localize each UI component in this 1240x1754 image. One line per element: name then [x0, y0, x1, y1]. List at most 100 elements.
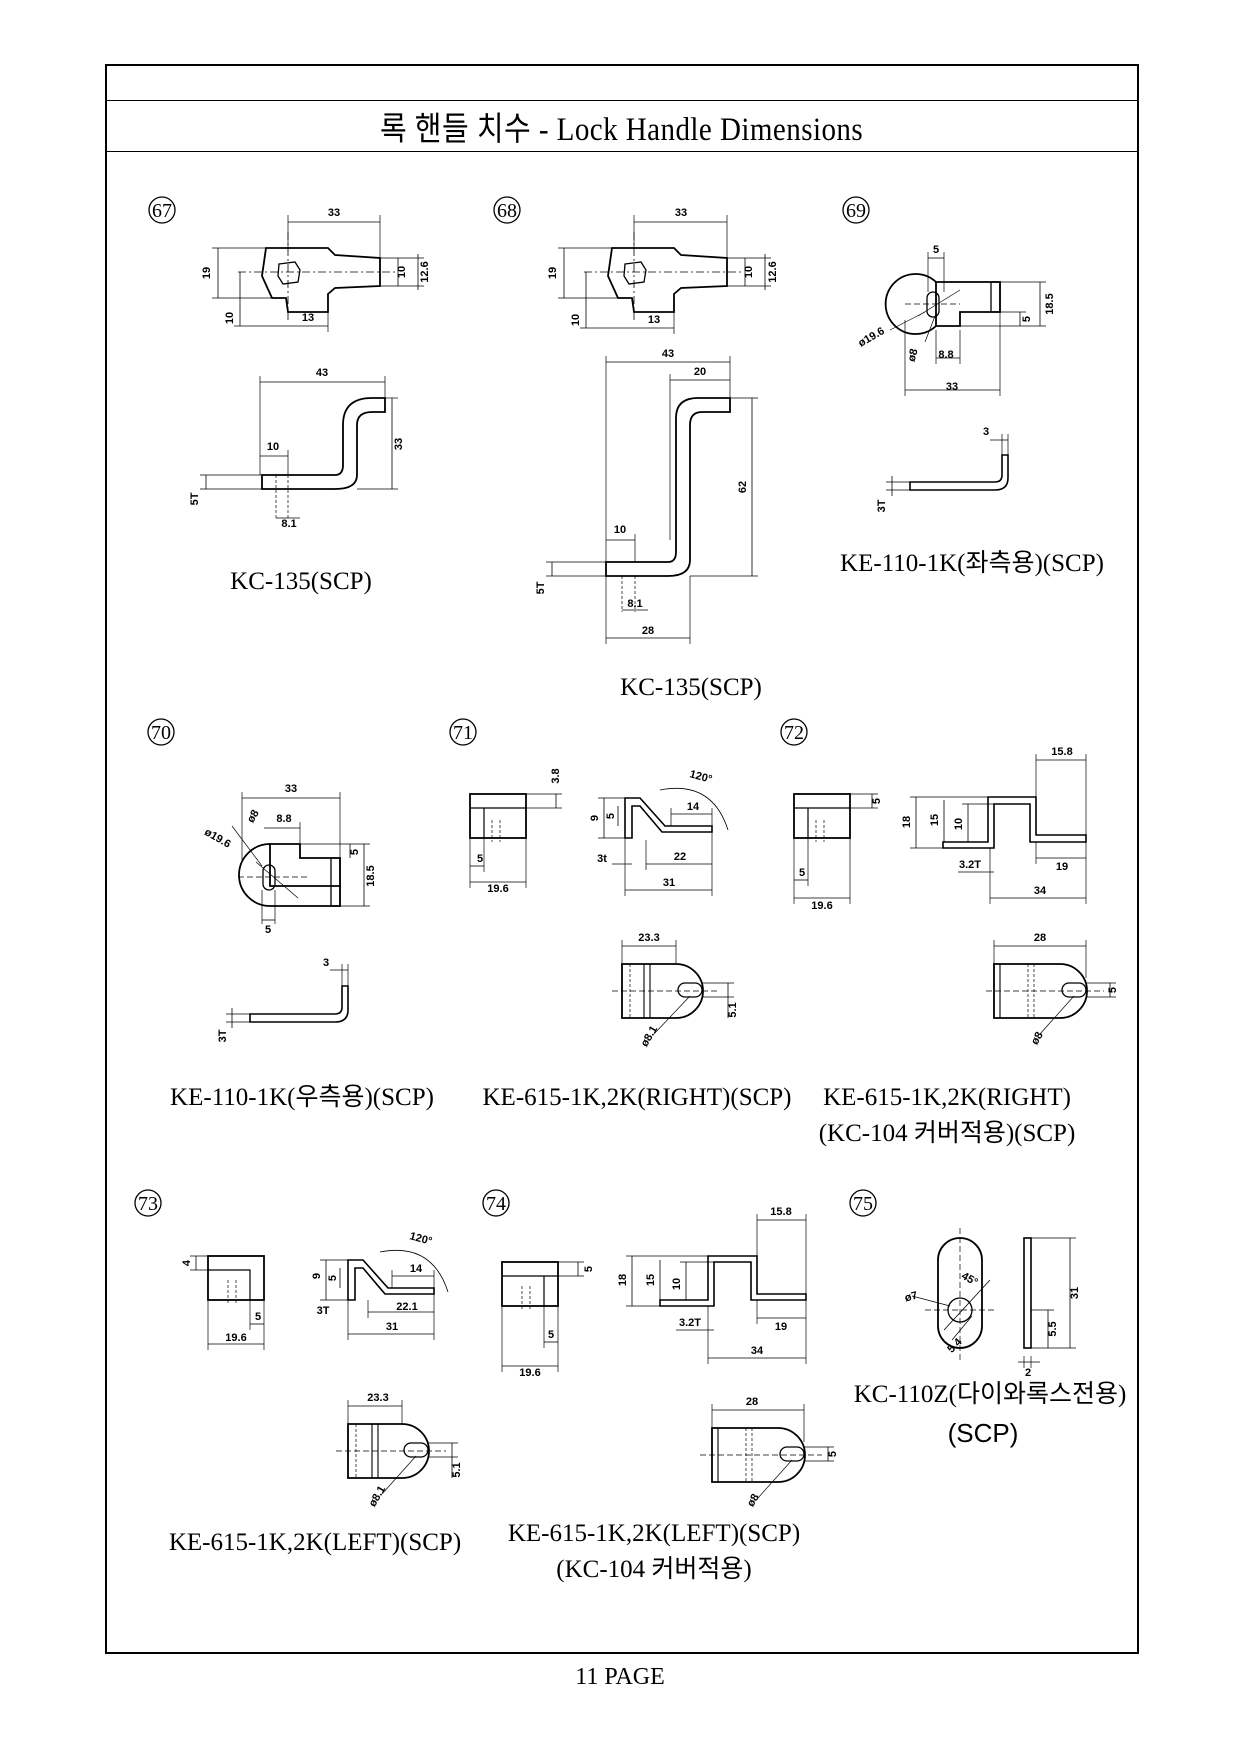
dimension-label: 13 — [302, 312, 314, 324]
dimension-label: ø19.6 — [202, 826, 232, 850]
dimension-label: 18.5 — [365, 865, 377, 886]
part-72: 72 5 5 19.6 15.8 18 15 10 — [780, 718, 1119, 1147]
dimension-label: 12.6 — [419, 261, 431, 282]
bracket-front-view — [501, 1261, 559, 1307]
part-index: 72 — [784, 722, 804, 744]
page-title: 록 핸들 치수 - Lock Handle Dimensions — [380, 112, 864, 148]
part-index-circle — [482, 1189, 510, 1217]
dimension-label: 3 — [323, 957, 329, 969]
part-69: 69 5 18.5 5 ø19.6 ø8 8.8 33 — [840, 196, 1104, 577]
dimension-label: 5 — [548, 1329, 554, 1341]
dimension-label: 5 — [477, 853, 483, 865]
dimension-label: 19 — [775, 1321, 787, 1333]
part-74: 74 5 5 19.6 15.8 18 15 10 3. — [482, 1189, 839, 1583]
part-caption: KE-615-1K,2K(LEFT)(SCP) — [508, 1520, 800, 1547]
bracket-front-view — [469, 793, 527, 839]
dimension-label: 28 — [1034, 932, 1046, 944]
dimension-label: 31 — [1069, 1287, 1081, 1299]
dimension-label: 22.1 — [396, 1301, 417, 1313]
part-index: 73 — [138, 1193, 158, 1215]
handle-top-view — [261, 247, 381, 313]
part-index: 75 — [853, 1193, 873, 1215]
dimension-label: 31 — [663, 877, 675, 889]
dimension-label: 19.6 — [811, 900, 832, 912]
dimension-label: 5T — [189, 492, 201, 505]
dimension-label: 45° — [959, 1270, 979, 1289]
slot-hole — [677, 982, 703, 998]
dimension-label: 3T — [317, 1305, 330, 1317]
part-70: 70 33 ø8 8.8 ø19.6 5 18.5 5 3 3T — [147, 718, 434, 1111]
dimension-label: 120° — [688, 768, 713, 785]
dimension-label: 10 — [267, 441, 279, 453]
bracket-front-view — [793, 793, 851, 839]
dimension-label: 3t — [597, 853, 607, 865]
dimension-label: 3 — [983, 426, 989, 438]
dimension-label: ø8 — [745, 1492, 762, 1509]
dimension-label: 5 — [799, 867, 805, 879]
dimension-label: 43 — [662, 348, 674, 360]
dimension-label: 15.8 — [1051, 746, 1072, 758]
dimension-label: 5 — [933, 244, 939, 256]
handle-side-view — [261, 397, 386, 490]
dimension-label: 10 — [953, 818, 965, 830]
part-caption: KE-110-1K(좌측용)(SCP) — [840, 549, 1104, 577]
dimension-label: 33 — [393, 438, 405, 450]
center-hole — [277, 261, 301, 285]
dimension-label: ø7 — [903, 1290, 919, 1305]
dimension-label: 20 — [694, 366, 706, 378]
part-index-circle — [147, 718, 175, 746]
dimension-label: 5 — [827, 1451, 839, 1457]
dimension-label: 5 — [605, 813, 617, 819]
dimension-label: 5 — [255, 1311, 261, 1323]
dimension-label: 5.1 — [727, 1002, 739, 1017]
dimension-label: 19.6 — [225, 1332, 246, 1344]
part-caption: KE-110-1K(우측용)(SCP) — [170, 1083, 434, 1111]
dimension-label: 8.1 — [627, 598, 642, 610]
dimension-label: 3.8 — [550, 768, 562, 783]
bracket-front-view — [207, 1255, 265, 1301]
dimension-label: 31 — [386, 1321, 398, 1333]
dimension-label: 14 — [410, 1263, 423, 1275]
dimension-label: 12.6 — [767, 261, 779, 282]
part-67: 67 33 19 10 12.6 10 13 — [148, 196, 431, 595]
dimension-label: 19 — [201, 267, 213, 279]
dimension-label: 8.8 — [276, 813, 291, 825]
dimension-label: 9 — [589, 815, 601, 821]
dimension-label: 33 — [328, 207, 340, 219]
dimension-label: 5 — [1107, 987, 1119, 993]
dimension-label: 10 — [570, 314, 582, 326]
dimension-label: 5.1 — [451, 1462, 463, 1477]
dimension-label: 3.2T — [959, 859, 981, 871]
part-71: 71 5 19.6 3.8 120° 9 5 14 3t — [449, 718, 792, 1111]
title-bar: 록 핸들 치수 - Lock Handle Dimensions — [105, 100, 1139, 152]
dimension-label: ø8 — [906, 347, 921, 363]
dimension-label: 5 — [871, 798, 883, 804]
dimension-label: 5 — [349, 849, 361, 855]
dimension-label: 5.4 — [945, 1336, 965, 1356]
part-index-circle — [134, 1189, 162, 1217]
dimension-label: 5 — [1021, 316, 1033, 322]
part-index: 67 — [152, 200, 172, 222]
dimension-label: 33 — [285, 783, 297, 795]
part-caption: KE-615-1K,2K(RIGHT) — [823, 1084, 1071, 1111]
part-caption: KC-135(SCP) — [230, 568, 372, 595]
part-75: 75 45° ø7 5.4 31 5.5 2 KC-110Z(다이와록스전용) … — [849, 1189, 1126, 1448]
dimension-label: 13 — [648, 314, 660, 326]
dimension-label: 15 — [929, 814, 941, 826]
dimension-label: 28 — [746, 1396, 758, 1408]
dimension-label: ø8 — [1029, 1030, 1046, 1047]
dimension-label: 34 — [1034, 885, 1047, 897]
part-index-circle — [449, 718, 477, 746]
dimension-label: 5T — [535, 581, 547, 594]
dimension-label: 18 — [617, 1274, 629, 1286]
dimension-label: 120° — [408, 1230, 433, 1247]
slot-hole — [262, 864, 276, 891]
dimension-label: 18 — [901, 816, 913, 828]
dimension-label: 34 — [751, 1345, 764, 1357]
slot-hole — [926, 291, 940, 318]
dimension-label: 5 — [265, 924, 271, 936]
part-73: 73 4 5 19.6 120° 9 5 14 3T 22.1 — [134, 1189, 463, 1556]
bracket-top-view — [711, 1427, 806, 1483]
dimension-label: ø8.1 — [639, 1024, 660, 1049]
